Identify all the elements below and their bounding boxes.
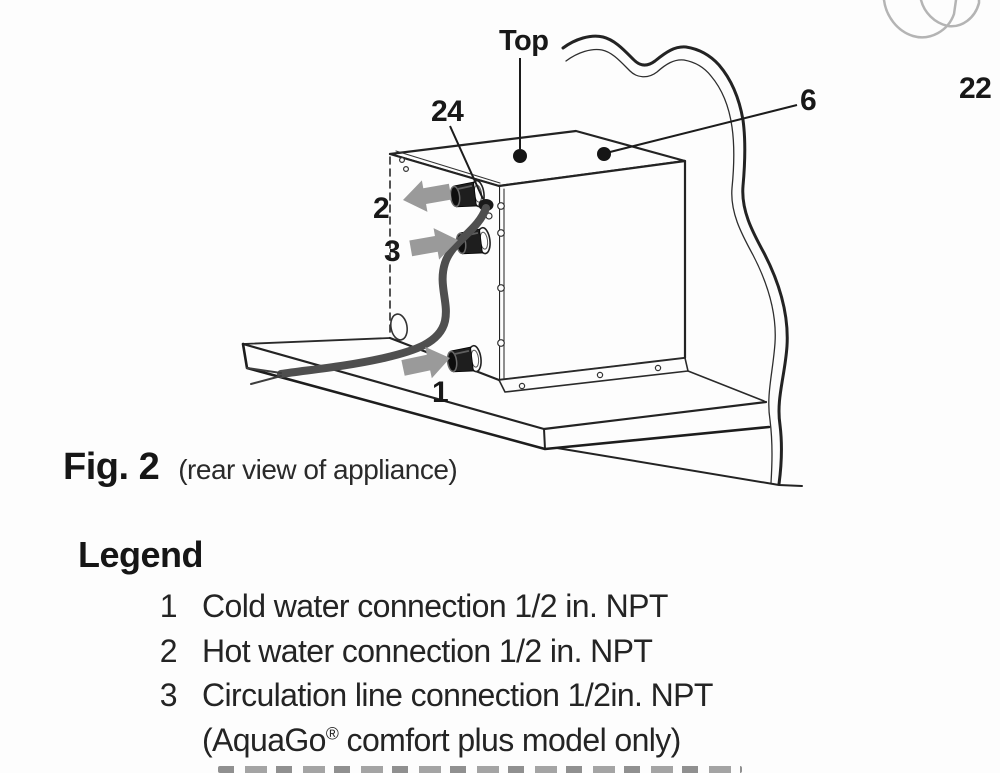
callout-6: 6	[800, 84, 817, 117]
flow-arrow-1-icon	[401, 346, 450, 379]
pipe-ring-fragment	[882, 0, 981, 39]
hose-wires	[246, 367, 282, 385]
continuation-pre: (AquaGo	[202, 721, 326, 758]
legend-item-2: 2 Hot water connection 1/2 in. NPT	[146, 629, 713, 674]
flow-arrow-3-icon	[409, 228, 458, 260]
continuation-post: comfort plus model only)	[338, 721, 682, 758]
flow-arrow-2-icon	[403, 180, 452, 212]
legend-item-3: 3 Circulation line connection 1/2in. NPT	[146, 673, 714, 718]
legend-item-text: Cold water connection 1/2 in. NPT	[202, 588, 668, 624]
legend-item-text: Circulation line connection 1/2in. NPT	[202, 677, 713, 713]
legend-item-number: 2	[159, 632, 178, 669]
legend-title: Legend	[78, 534, 204, 575]
panel-hole	[390, 313, 408, 341]
legend-item-3-continuation: (AquaGo® comfort plus model only)	[146, 718, 713, 763]
registered-trademark-icon: ®	[325, 722, 339, 743]
figure-drawing	[241, 0, 981, 487]
callout-3: 3	[384, 235, 401, 268]
figure-number: Fig. 2	[63, 446, 160, 488]
flow-arrows	[401, 180, 458, 379]
callout-top: Top	[499, 25, 549, 57]
leader-line-24	[449, 125, 484, 200]
leader-dot-top	[513, 149, 527, 163]
legend-item-text: (AquaGo® comfort plus model only)	[202, 718, 681, 763]
bottom-flange	[498, 357, 689, 393]
legend-item-number-empty	[146, 718, 177, 763]
water-hose	[246, 204, 490, 385]
callout-24: 24	[431, 95, 464, 128]
wall-inner-edge	[565, 48, 776, 484]
callout-1: 1	[432, 376, 449, 409]
callout-22: 22	[959, 72, 992, 105]
leader-dot-6	[597, 147, 611, 161]
legend-item-1: 1 Cold water connection 1/2 in. NPT	[146, 584, 713, 629]
wall-bottom-edge	[556, 447, 803, 487]
screws	[399, 157, 662, 390]
legend-item-number: 3	[159, 677, 178, 713]
legend-list: 1 Cold water connection 1/2 in. NPT 2 Ho…	[146, 584, 714, 763]
appliance-box	[388, 129, 689, 393]
legend-item-number: 1	[159, 588, 178, 624]
figure-caption: Fig. 2 (rear view of appliance)	[63, 446, 458, 489]
figure-description: (rear view of appliance)	[178, 454, 458, 485]
callout-2: 2	[373, 192, 390, 225]
leader-lines	[449, 58, 798, 200]
leader-line-6	[609, 104, 798, 153]
legend-item-text: Hot water connection 1/2 in. NPT	[202, 632, 653, 669]
cropped-next-line	[218, 766, 742, 773]
